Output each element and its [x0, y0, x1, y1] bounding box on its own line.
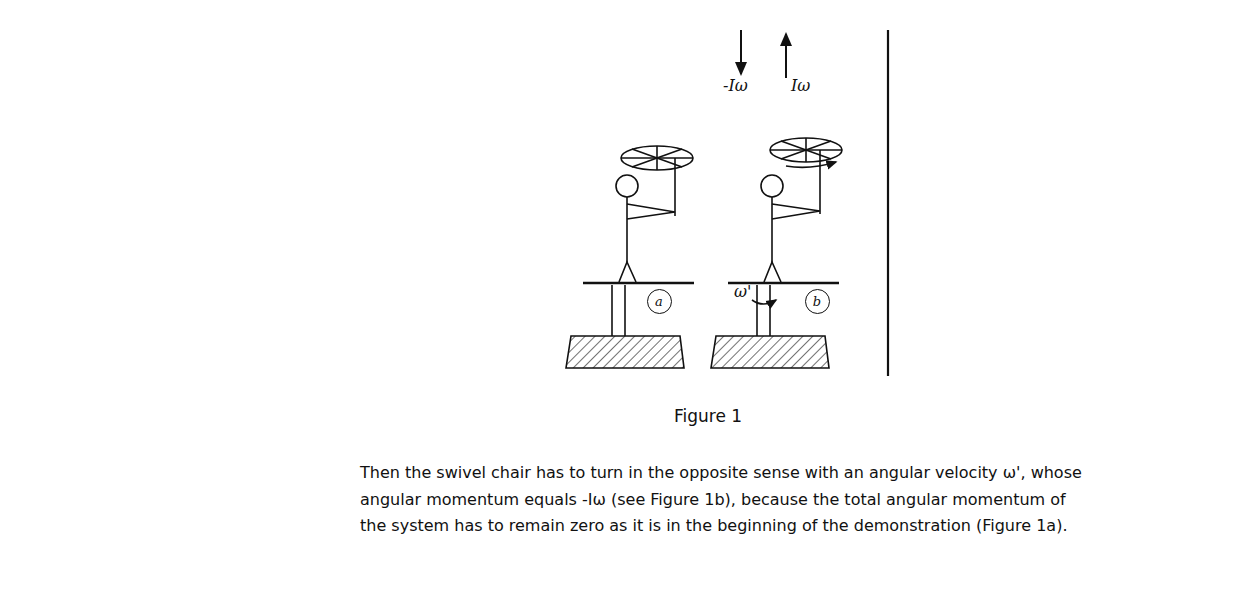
callout-letter: a	[655, 295, 663, 308]
callout-circle: a	[647, 289, 672, 314]
figure-caption: Figure 1	[674, 406, 742, 426]
callout-letter: b	[813, 295, 821, 308]
momentum-label: Iω	[791, 76, 810, 95]
momentum-label: -Iω	[723, 76, 748, 95]
callout-circle: b	[805, 289, 830, 314]
angular-velocity-label: ω'	[734, 282, 751, 301]
explanation-text: Then the swivel chair has to turn in the…	[360, 460, 1095, 540]
